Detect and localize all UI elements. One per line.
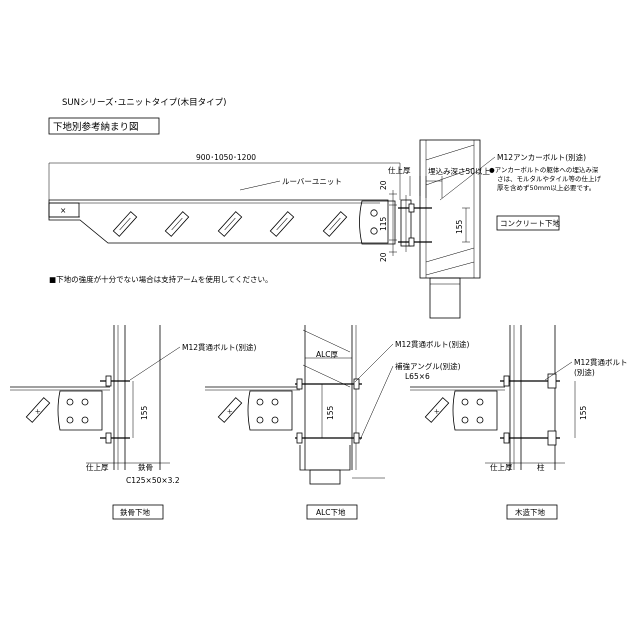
anchor-note-line3: 厚を含めず50mm以上必要です。 bbox=[497, 183, 595, 192]
width-dimension: 900･1050･1200 bbox=[196, 153, 256, 162]
dim-20-bottom: 20 bbox=[379, 252, 388, 262]
anchor-bolt-label: M12アンカーボルト(別途) bbox=[497, 152, 586, 162]
alc-angle-size: L65×6 bbox=[405, 372, 430, 381]
wood-caption: 木造下地 bbox=[515, 507, 545, 517]
section-title: 下地別参考納まり図 bbox=[53, 121, 139, 133]
top-view: 900･1050･1200 ルーバーユニット × 20 115 20 bbox=[48, 139, 602, 319]
louver-unit-label: ルーバーユニット bbox=[282, 177, 342, 186]
steel-bolt-label: M12貫通ボルト(別途) bbox=[182, 342, 256, 352]
alc-angle-label: 補強アングル(別途) bbox=[395, 361, 461, 371]
dim-115: 115 bbox=[379, 216, 388, 231]
svg-text:×: × bbox=[432, 407, 442, 416]
dim-155-alc: 155 bbox=[326, 405, 335, 420]
embed-depth-label: 埋込み深さ50以上 bbox=[428, 166, 491, 176]
alc-thickness-label: ALC厚 bbox=[316, 350, 339, 359]
steel-channel-label: C125×50×3.2 bbox=[126, 476, 180, 485]
finish-thickness-label: 仕上厚 bbox=[388, 165, 411, 175]
dim-20-top: 20 bbox=[379, 180, 388, 190]
svg-text:×: × bbox=[225, 407, 235, 416]
concrete-substrate-label: コンクリート下地 bbox=[500, 218, 560, 228]
dim-155-steel: 155 bbox=[140, 405, 149, 420]
anchor-bolts bbox=[398, 203, 432, 247]
louver-slats bbox=[112, 211, 348, 237]
section-title-box bbox=[48, 117, 160, 135]
wood-bolt-label: M12貫通ボルト bbox=[574, 357, 628, 367]
wood-view: × 155 M12貫通ボルト (別途) 仕上厚 柱 木造下地 bbox=[410, 325, 628, 520]
svg-text:×: × bbox=[33, 407, 43, 416]
dim-155-top: 155 bbox=[455, 219, 464, 234]
alc-view: × 155 ALC厚 M12貫通ボルト(別途) 補強アングル(別途) L65×6… bbox=[205, 325, 469, 520]
alc-caption: ALC下地 bbox=[316, 507, 346, 517]
anchor-note-line1: ●アンカーボルトの躯体への埋込み深 bbox=[489, 165, 599, 174]
dim-155-wood: 155 bbox=[579, 405, 588, 420]
steel-frame-label: 鉄骨 bbox=[138, 462, 153, 472]
steel-view: × 155 M12貫通ボルト(別途) 仕上厚 鉄骨 C125×50×3.2 鉄骨… bbox=[10, 325, 256, 520]
svg-text:×: × bbox=[60, 206, 66, 215]
wood-bolt-label-2: (別途) bbox=[574, 367, 595, 377]
alc-bolt-label: M12貫通ボルト(別途) bbox=[395, 339, 469, 349]
support-arm-note: ■下地の強度が十分でない場合は支持アームを使用してください。 bbox=[49, 274, 272, 284]
steel-finish-label: 仕上厚 bbox=[86, 462, 109, 472]
series-title: SUNシリーズ･ユニットタイプ(木目タイプ) bbox=[62, 97, 226, 108]
anchor-note-line2: さは、モルタルやタイル等の仕上げ bbox=[497, 174, 602, 183]
bracket-plate bbox=[359, 200, 396, 245]
concrete-wall bbox=[419, 139, 481, 279]
wood-finish-label: 仕上厚 bbox=[490, 462, 513, 472]
wood-column-label: 柱 bbox=[537, 462, 545, 472]
steel-caption: 鉄骨下地 bbox=[120, 507, 150, 517]
louver-unit bbox=[48, 199, 389, 244]
